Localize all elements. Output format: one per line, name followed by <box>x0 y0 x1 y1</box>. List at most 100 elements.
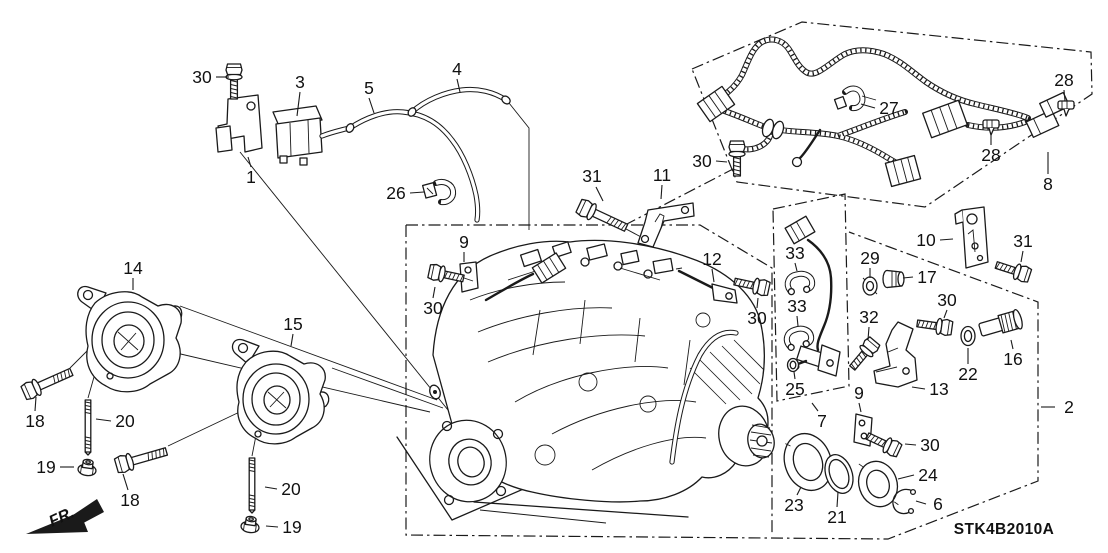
callout-18-37: 18 <box>120 490 139 510</box>
mounting-rubber-15 <box>231 338 330 445</box>
callout-14-32: 14 <box>123 258 143 278</box>
callout-leader-18-34 <box>34 396 37 412</box>
harness-clip-28-mid <box>982 119 1000 136</box>
bracket-10 <box>954 206 989 269</box>
callout-30-24: 30 <box>937 290 957 310</box>
callout-leader-6-43 <box>915 500 927 505</box>
callout-leader-21-41 <box>836 491 839 508</box>
bracket-13 <box>873 321 918 388</box>
callout-25-27: 25 <box>785 379 804 399</box>
companion-flange <box>429 384 507 506</box>
harness-connector-bottom <box>884 154 922 188</box>
callout-27-7: 27 <box>879 98 898 118</box>
callout-leader-30-44 <box>904 443 917 446</box>
callout-leader-30-16 <box>756 297 759 309</box>
callout-leader-30-14 <box>432 286 436 299</box>
callout-leader-15-33 <box>290 333 294 347</box>
mounting-bolt-31-right <box>993 256 1033 285</box>
callout-leader-27-7 <box>860 103 876 109</box>
callout-26-5: 26 <box>386 183 405 203</box>
callout-31-22: 31 <box>1013 231 1032 251</box>
joint-bolt-16 <box>978 309 1023 337</box>
washer-22 <box>960 325 976 347</box>
callout-leader-1-4 <box>247 156 252 168</box>
housing-hatch-face <box>689 339 765 405</box>
breather-chamber-3 <box>272 105 352 166</box>
wire-clip-33-upper <box>786 272 814 296</box>
callout-9-13: 9 <box>459 232 469 252</box>
callout-4-3: 4 <box>452 59 462 79</box>
callout-leader-24-42 <box>897 474 915 480</box>
callout-20-35: 20 <box>115 411 135 431</box>
callout-33-17: 33 <box>785 243 804 263</box>
callout-leader-18-37 <box>122 473 129 491</box>
mount-bolt-18-right <box>113 442 170 475</box>
callout-leader-17-20 <box>902 276 914 279</box>
bracket-11 <box>637 202 695 248</box>
stud-bolt-20-right <box>248 457 256 514</box>
callout-13-28: 13 <box>929 379 948 399</box>
wire-clip-33-lower <box>784 326 813 351</box>
breather-tube-5 <box>345 112 478 220</box>
callout-leader-20-35 <box>95 418 112 422</box>
callout-2-31: 2 <box>1064 397 1074 417</box>
callout-leader-11-12 <box>660 184 663 200</box>
callout-16-25: 16 <box>1003 349 1022 369</box>
harness-connector-left <box>696 85 736 123</box>
diagram-part-code: STK4B2010A <box>954 521 1055 538</box>
callout-19-39: 19 <box>282 517 301 537</box>
callout-leader-30-24 <box>943 309 948 319</box>
callout-leader-31-11 <box>595 186 604 202</box>
callout-leader-28-8 <box>1063 89 1066 102</box>
breather-bracket-1 <box>215 94 263 153</box>
grommet-29 <box>862 276 878 296</box>
flange-bolt-30-bracket13 <box>915 314 954 337</box>
callout-9-29: 9 <box>854 383 864 403</box>
callout-leader-33-18 <box>796 315 799 327</box>
group-boxes <box>405 21 1093 540</box>
callout-32-23: 32 <box>859 307 878 327</box>
callout-leader-5-2 <box>368 97 375 114</box>
fr-direction-arrow: FR. <box>26 499 104 534</box>
callout-1-4: 1 <box>246 167 256 187</box>
callout-19-36: 19 <box>36 457 55 477</box>
callout-30-14: 30 <box>423 298 443 318</box>
callout-31-11: 31 <box>582 166 601 186</box>
callout-3-1: 3 <box>295 72 305 92</box>
mounting-rubber-14 <box>77 285 183 393</box>
callout-18-34: 18 <box>25 411 44 431</box>
flange-bolt-30-harness <box>728 140 746 177</box>
callout-leader-3-1 <box>296 91 301 117</box>
bracket-12-with-pin <box>675 267 738 304</box>
flange-nut-19-right <box>239 514 262 535</box>
callout-leader-19-39 <box>265 525 279 528</box>
harness-clip-28-right <box>1057 100 1075 117</box>
callout-30-0: 30 <box>192 67 212 87</box>
rear-differential-assembly-drawing <box>396 239 775 524</box>
harness-connector-right <box>1025 91 1071 138</box>
flange-bolt-30-breather <box>225 63 243 100</box>
flange-nut-19-left <box>76 457 99 478</box>
snap-ring-6 <box>892 488 917 515</box>
callout-29-19: 29 <box>860 248 879 268</box>
sensor-bolt-32 <box>845 335 882 374</box>
sealing-plug-17 <box>882 269 905 289</box>
o-ring-25 <box>786 357 800 373</box>
callout-15-33: 15 <box>283 314 302 334</box>
callout-leader-7-30 <box>811 402 819 412</box>
callout-24-42: 24 <box>918 465 938 485</box>
harness-clip-27 <box>833 85 877 112</box>
callout-leader-13-28 <box>911 386 926 390</box>
housing-top-fittings <box>484 241 674 302</box>
stud-bolt-20-left <box>84 399 92 456</box>
sensor-assembly-7 <box>784 215 841 377</box>
callout-5-2: 5 <box>364 78 374 98</box>
callout-28-9: 28 <box>981 145 1000 165</box>
callout-leader-31-22 <box>1020 250 1024 263</box>
callout-8-10: 8 <box>1043 174 1053 194</box>
tube-clamp-26 <box>421 179 457 206</box>
callout-23-40: 23 <box>784 495 803 515</box>
